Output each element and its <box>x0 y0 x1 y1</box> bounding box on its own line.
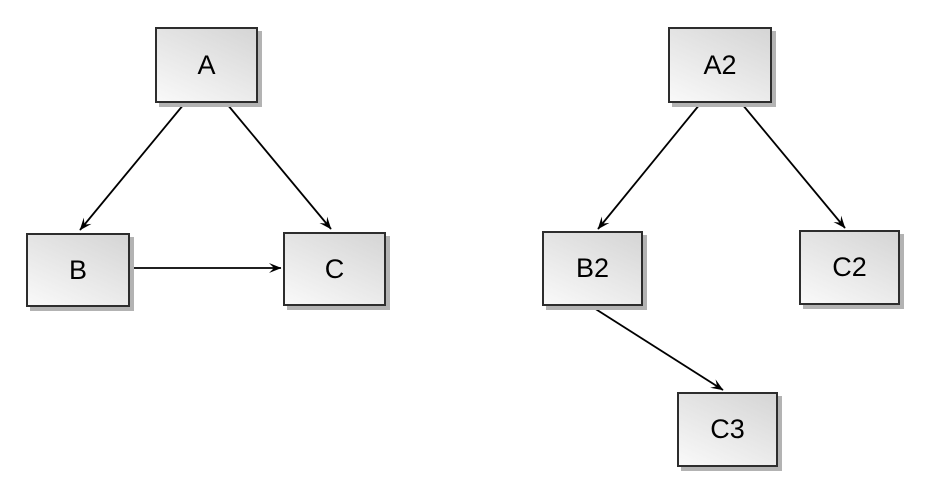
edge-B2-to-C3 <box>593 307 724 391</box>
node-C-label: C <box>324 253 345 284</box>
node-B: B <box>26 233 130 307</box>
node-B2: B2 <box>542 231 643 306</box>
node-C: C <box>283 232 386 306</box>
node-C2-label: C2 <box>832 252 867 282</box>
node-A2: A2 <box>668 27 772 103</box>
node-A2-label: A2 <box>703 49 737 80</box>
edge-A-to-C <box>226 103 332 230</box>
edge-A-to-B <box>79 103 185 231</box>
node-B2-label: B2 <box>575 253 610 283</box>
node-C3: C3 <box>677 392 778 467</box>
node-C3-label: C3 <box>710 414 745 444</box>
edge-A2-to-B2 <box>597 103 701 230</box>
node-A: A <box>155 27 258 103</box>
node-A-label: A <box>197 49 216 80</box>
node-C2: C2 <box>799 230 900 305</box>
node-B-label: B <box>68 254 87 285</box>
edge-A2-to-C2 <box>741 103 846 229</box>
